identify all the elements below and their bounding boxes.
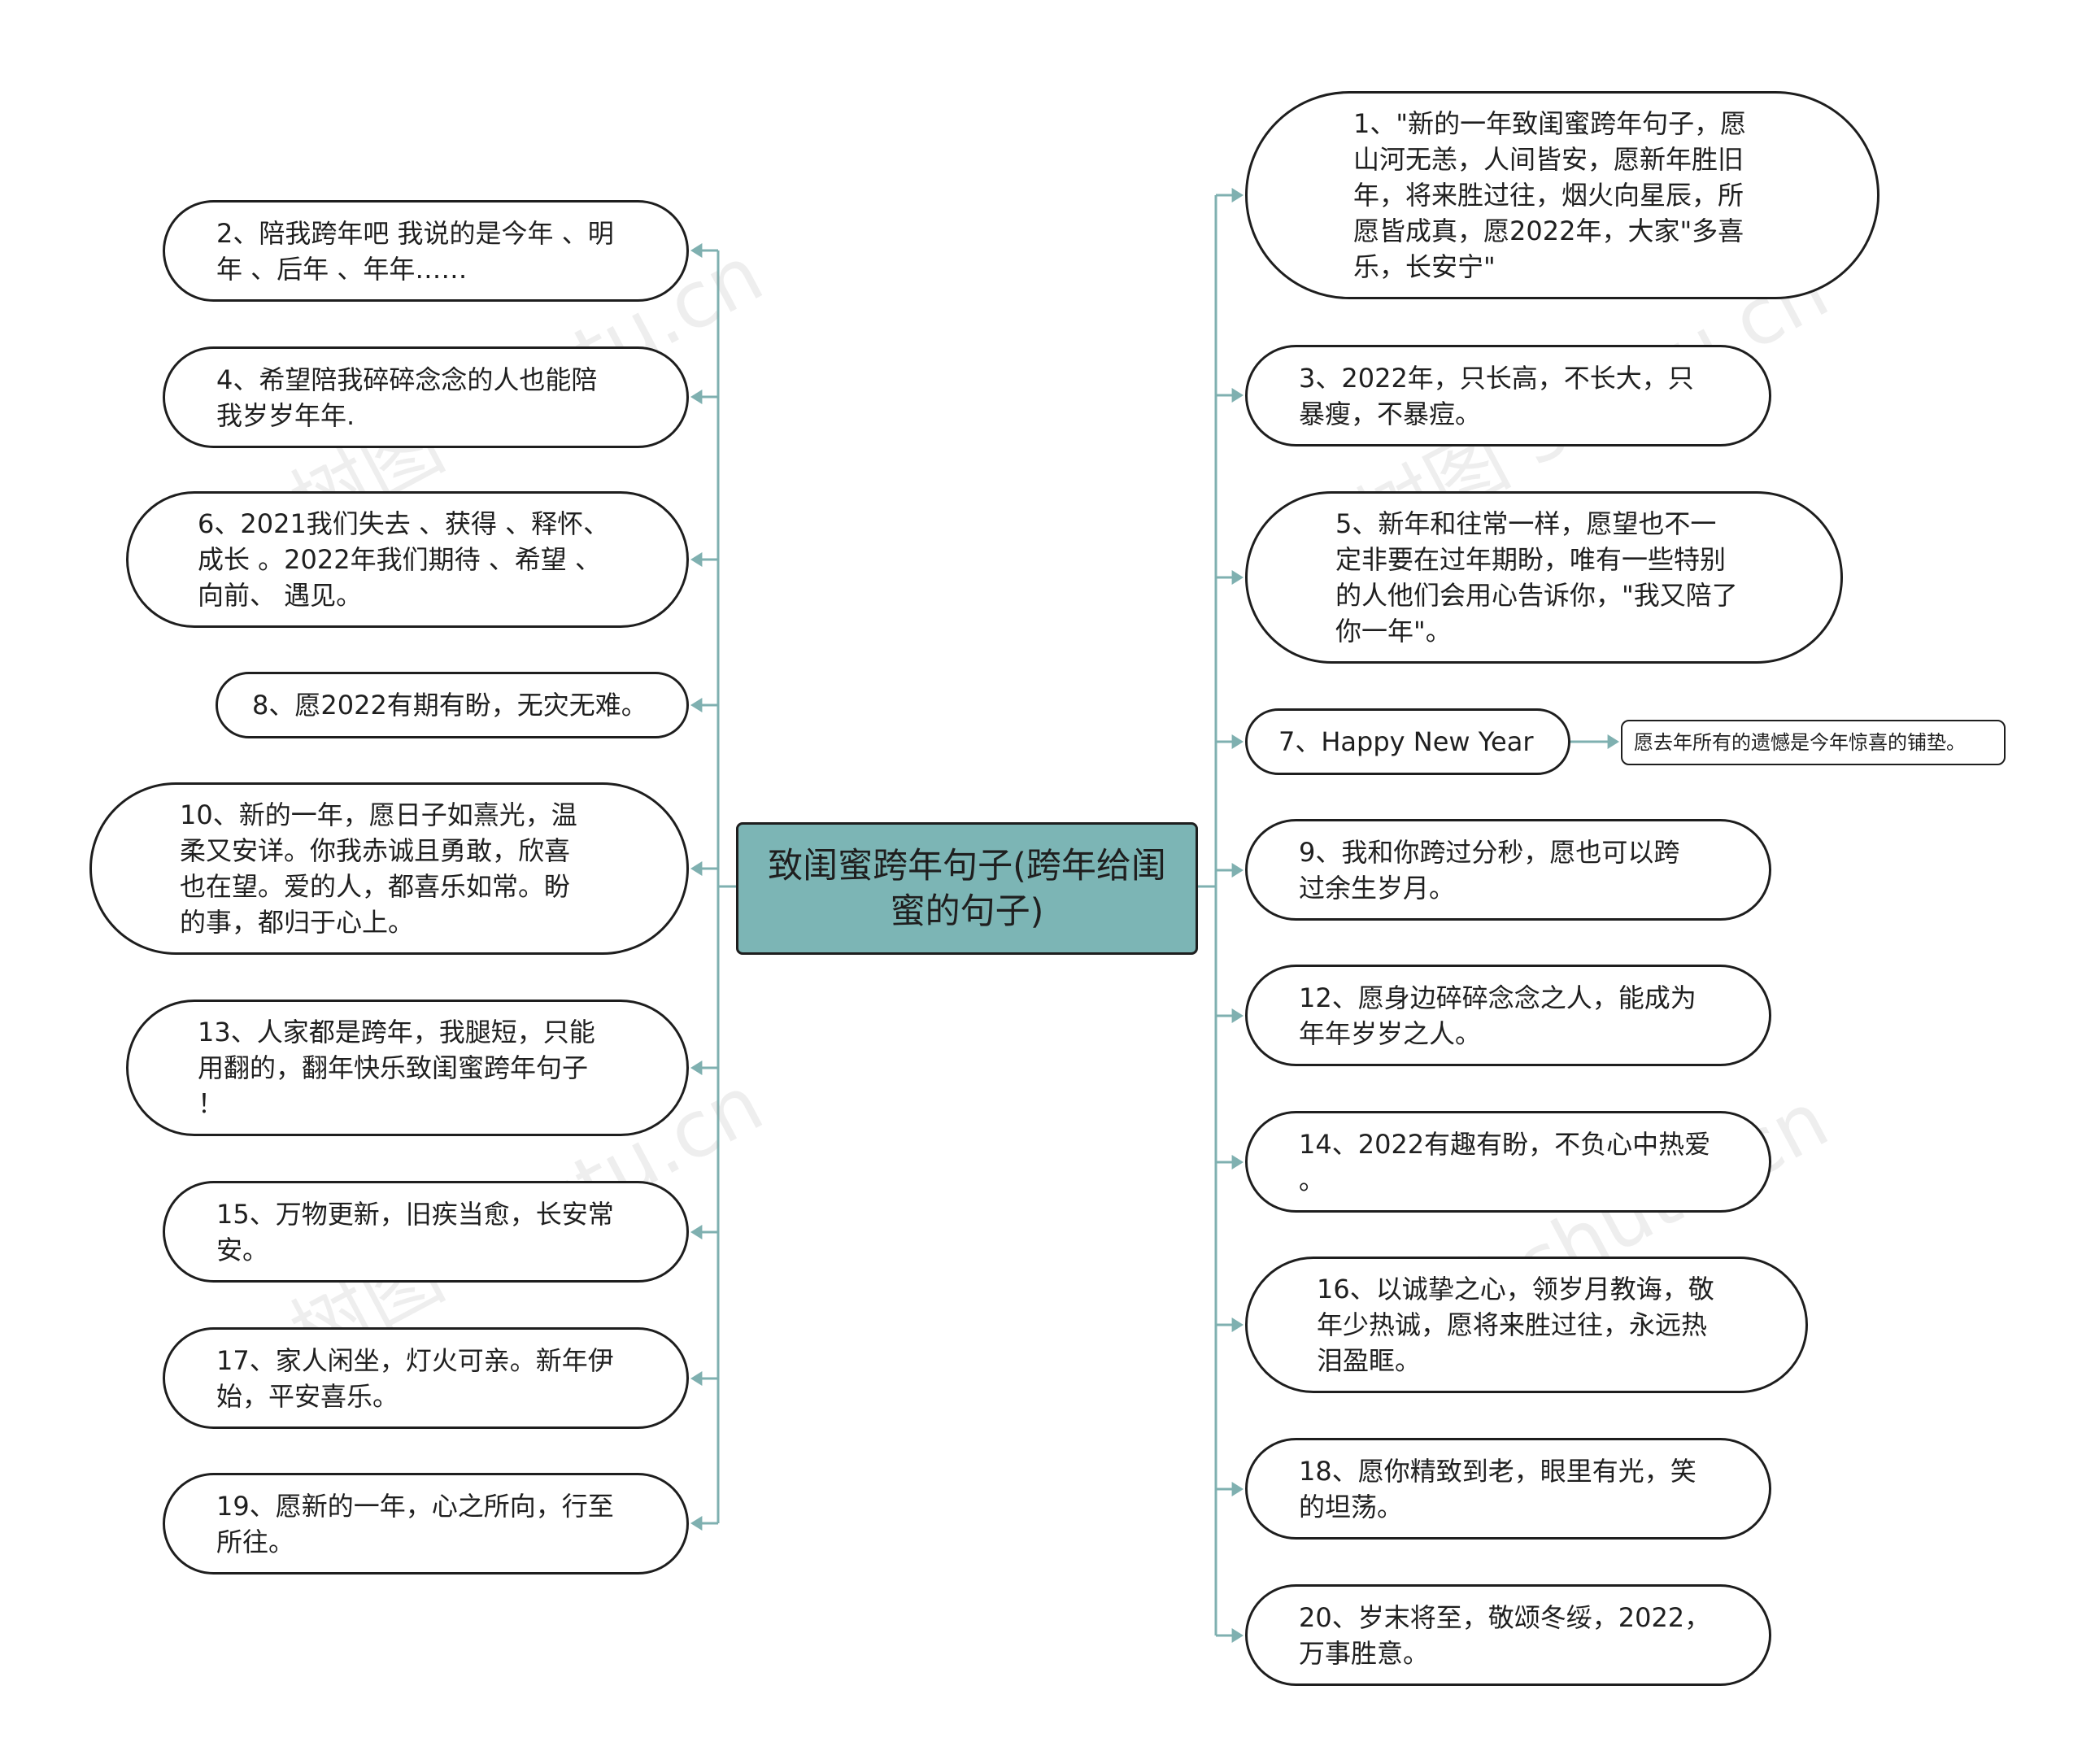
topic-node-text: 4、希望陪我碎碎念念的人也能陪 我岁岁年年.	[216, 364, 598, 431]
topic-node-text: 12、愿身边碎碎念念之人，能成为 年年岁岁之人。	[1299, 982, 1697, 1049]
connector-arrow	[1231, 1008, 1244, 1023]
connector-arrow	[690, 243, 703, 258]
connector-arrow	[690, 1225, 703, 1239]
topic-node-text: 3、2022年，只长高，不长大，只 暴瘦，不暴痘。	[1299, 362, 1694, 429]
connector-arrow	[1231, 1318, 1244, 1332]
topic-node-20[interactable]: 20、岁末将至，敬颂冬绥，2022， 万事胜意。	[1245, 1584, 1771, 1686]
connector-arrow	[690, 1516, 703, 1531]
connector-arrow	[690, 861, 703, 876]
topic-node-15[interactable]: 15、万物更新，旧疾当愈，长安常 安。	[163, 1181, 689, 1283]
topic-node-text: 1、"新的一年致闺蜜跨年句子，愿 山河无恙，人间皆安，愿新年胜旧 年，将来胜过往…	[1353, 108, 1747, 282]
topic-node-text: 10、新的一年，愿日子如熹光，温 柔又安详。你我赤诚且勇敢，欣喜 也在望。爱的人…	[180, 799, 577, 938]
topic-node-text: 5、新年和往常一样，愿望也不一 定非要在过年期盼，唯有一些特别 的人他们会用心告…	[1335, 508, 1738, 647]
topic-node-5[interactable]: 5、新年和往常一样，愿望也不一 定非要在过年期盼，唯有一些特别 的人他们会用心告…	[1245, 491, 1843, 664]
topic-node-8[interactable]: 8、愿2022有期有盼，无灾无难。	[216, 672, 689, 738]
root-topic-label: 致闺蜜跨年句子(跨年给闺蜜的句子)	[768, 845, 1166, 932]
connector-arrow	[1231, 1155, 1244, 1169]
topic-node-text: 14、2022有趣有盼，不负心中热爱 。	[1299, 1128, 1711, 1196]
connector-arrow	[1231, 863, 1244, 878]
topic-node-4[interactable]: 4、希望陪我碎碎念念的人也能陪 我岁岁年年.	[163, 346, 689, 448]
topic-node-text: 8、愿2022有期有盼，无灾无难。	[252, 690, 647, 721]
topic-node-13[interactable]: 13、人家都是跨年，我腿短，只能 用翻的，翻年快乐致闺蜜跨年句子 ！	[126, 1000, 689, 1136]
connector-arrow	[1231, 1628, 1244, 1643]
topic-node-text: 20、岁末将至，敬颂冬绥，2022， 万事胜意。	[1299, 1601, 1711, 1669]
topic-node-16[interactable]: 16、以诚挚之心，领岁月教诲，敬 年少热诚，愿将来胜过往，永远热 泪盈眶。	[1245, 1257, 1808, 1393]
connector-arrow	[690, 1061, 703, 1075]
topic-node-12[interactable]: 12、愿身边碎碎念念之人，能成为 年年岁岁之人。	[1245, 965, 1771, 1066]
root-topic[interactable]: 致闺蜜跨年句子(跨年给闺蜜的句子)	[736, 822, 1198, 955]
topic-node-text: 2、陪我跨年吧 我说的是今年 、明 年 、后年 、年年……	[216, 217, 614, 285]
connector-arrow	[690, 552, 703, 567]
connector-arrow	[1231, 188, 1244, 203]
topic-node-text: 13、人家都是跨年，我腿短，只能 用翻的，翻年快乐致闺蜜跨年句子 ！	[198, 1017, 595, 1119]
connector-arrow	[690, 390, 703, 404]
topic-node-text: 6、2021我们失去 、获得 、释怀、 成长 。2022年我们期待 、希望 、 …	[198, 508, 610, 611]
topic-node-7[interactable]: 7、Happy New Year	[1245, 708, 1570, 775]
topic-node-text: 15、万物更新，旧疾当愈，长安常 安。	[216, 1198, 614, 1265]
sub-topic-node-7[interactable]: 愿去年所有的遗憾是今年惊喜的铺垫。	[1621, 720, 2006, 765]
topic-node-text: 18、愿你精致到老，眼里有光，笑 的坦荡。	[1299, 1455, 1697, 1522]
topic-node-17[interactable]: 17、家人闲坐，灯火可亲。新年伊 始，平安喜乐。	[163, 1327, 689, 1429]
connector-arrow	[690, 1371, 703, 1386]
connector-arrow	[690, 698, 703, 712]
sub-topic-node-text: 愿去年所有的遗憾是今年惊喜的铺垫。	[1634, 731, 1966, 754]
topic-node-text: 19、愿新的一年，心之所向，行至 所往。	[216, 1490, 614, 1557]
connector-arrow	[1607, 734, 1619, 749]
connector-arrow	[1231, 388, 1244, 403]
topic-node-18[interactable]: 18、愿你精致到老，眼里有光，笑 的坦荡。	[1245, 1438, 1771, 1540]
connector-arrow	[1231, 734, 1244, 749]
topic-node-text: 17、家人闲坐，灯火可亲。新年伊 始，平安喜乐。	[216, 1344, 614, 1412]
topic-node-3[interactable]: 3、2022年，只长高，不长大，只 暴瘦，不暴痘。	[1245, 345, 1771, 446]
topic-node-2[interactable]: 2、陪我跨年吧 我说的是今年 、明 年 、后年 、年年……	[163, 200, 689, 302]
topic-node-text: 9、我和你跨过分秒，愿也可以跨 过余生岁月。	[1299, 836, 1680, 904]
topic-node-10[interactable]: 10、新的一年，愿日子如熹光，温 柔又安详。你我赤诚且勇敢，欣喜 也在望。爱的人…	[89, 782, 689, 955]
topic-node-1[interactable]: 1、"新的一年致闺蜜跨年句子，愿 山河无恙，人间皆安，愿新年胜旧 年，将来胜过往…	[1245, 91, 1879, 299]
topic-node-19[interactable]: 19、愿新的一年，心之所向，行至 所往。	[163, 1473, 689, 1575]
topic-node-14[interactable]: 14、2022有趣有盼，不负心中热爱 。	[1245, 1111, 1771, 1213]
topic-node-6[interactable]: 6、2021我们失去 、获得 、释怀、 成长 。2022年我们期待 、希望 、 …	[126, 491, 689, 628]
topic-node-text: 16、以诚挚之心，领岁月教诲，敬 年少热诚，愿将来胜过往，永远热 泪盈眶。	[1317, 1274, 1714, 1376]
topic-node-9[interactable]: 9、我和你跨过分秒，愿也可以跨 过余生岁月。	[1245, 819, 1771, 921]
connector-arrow	[1231, 570, 1244, 585]
connector-arrow	[1231, 1482, 1244, 1496]
topic-node-text: 7、Happy New Year	[1278, 726, 1534, 757]
